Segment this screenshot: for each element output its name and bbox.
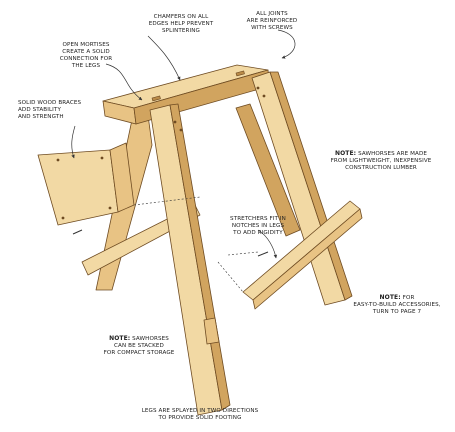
note-accessories: NOTE: FOR EASY-TO-BUILD ACCESSORIES, TUR… [343, 294, 451, 316]
note-lumber-text: SAWHORSES ARE MADE FROM LIGHTWEIGHT, INE… [330, 151, 432, 171]
leg-notch [203, 317, 220, 345]
back-right-leg [235, 103, 301, 237]
screw-symbols [72, 86, 269, 257]
callout-mortises: OPEN MORTISES CREATE A SOLID CONNECTION … [59, 42, 113, 69]
callout-chamfers: CHAMFERS ON ALL EDGES HELP PREVENT SPLIN… [148, 14, 214, 34]
assembly-lines [133, 196, 259, 293]
leader-lines [71, 29, 296, 259]
note-lumber: NOTE: SAWHORSES ARE MADE FROM LIGHTWEIGH… [318, 150, 444, 172]
beam-mortise-left [151, 95, 161, 102]
note-stacked: NOTE: SAWHORSES CAN BE STACKED FOR COMPA… [86, 335, 192, 357]
detached-stretcher-edge [252, 208, 363, 310]
callout-stretchers: STRETCHERS FIT IN NOTCHES IN LEGS TO ADD… [230, 216, 286, 236]
callout-joints: ALL JOINTS ARE REINFORCED WITH SCREWS [246, 11, 298, 31]
note-accessories-head: NOTE: [379, 294, 401, 301]
note-accessories-text: FOR EASY-TO-BUILD ACCESSORIES, TURN TO P… [353, 295, 441, 315]
note-stacked-head: NOTE: [109, 335, 131, 342]
left-brace-face [37, 149, 119, 226]
note-lumber-head: NOTE: [334, 150, 357, 157]
note-stacked-text: SAWHORSES CAN BE STACKED FOR COMPACT STO… [103, 336, 175, 356]
callout-braces: SOLID WOOD BRACES ADD STABILITY AND STRE… [18, 100, 82, 120]
beam-mortise-right [235, 70, 245, 77]
callout-legs: LEGS ARE SPLAYED IN TWO DIRECTIONS TO PR… [141, 408, 259, 421]
left-brace-screws [56, 156, 112, 220]
